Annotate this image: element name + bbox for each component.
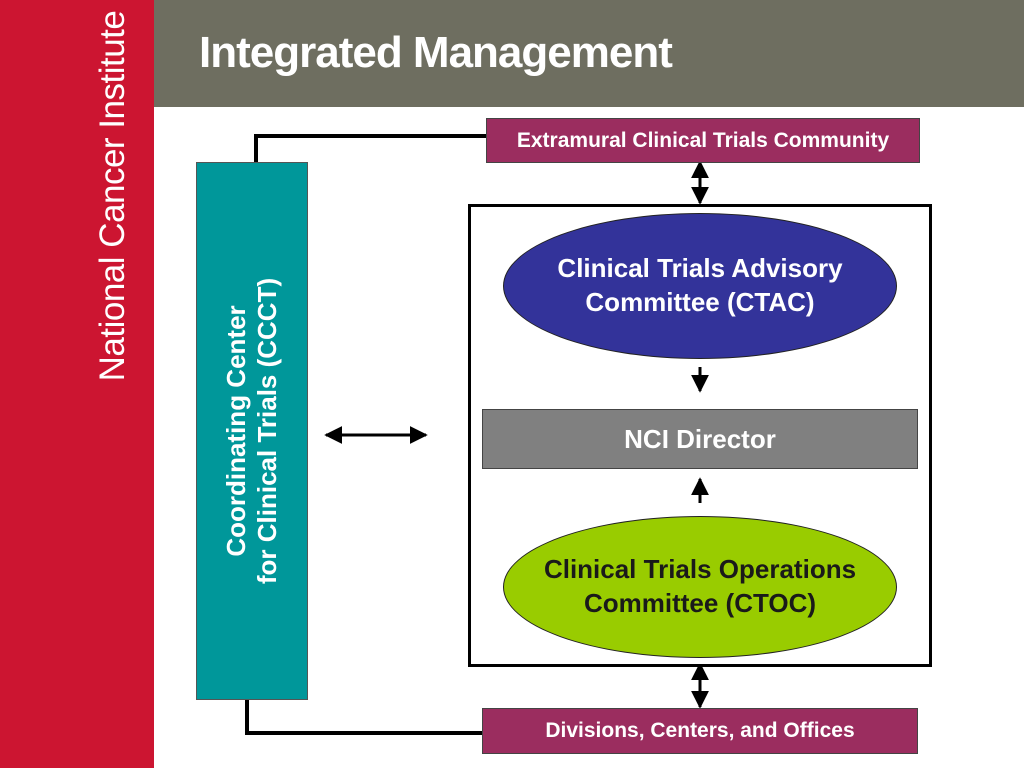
top-connector xyxy=(254,134,486,162)
sidebar-band: National Cancer Institute xyxy=(0,0,154,768)
ctoc-line2: Committee (CTOC) xyxy=(583,588,817,618)
nci-director-box: NCI Director xyxy=(482,409,918,469)
ctoc-line1: Clinical Trials Operations xyxy=(543,554,857,585)
extramural-community-box: Extramural Clinical Trials Community xyxy=(486,118,920,163)
ctac-line1: Clinical Trials Advisory xyxy=(557,253,843,284)
ctac-ellipse: Clinical Trials Advisory Committee (CTAC… xyxy=(503,213,897,359)
bottom-connector xyxy=(245,698,482,735)
ccct-box: Coordinating Center for Clinical Trials … xyxy=(196,162,308,700)
ctoc-ellipse: Clinical Trials Operations Committee (CT… xyxy=(503,516,897,658)
divisions-centers-offices-box: Divisions, Centers, and Offices xyxy=(482,708,918,754)
page-title: Integrated Management xyxy=(199,28,673,77)
header-bar: Integrated Management xyxy=(154,0,1024,107)
ctac-line2: Committee (CTAC) xyxy=(585,287,815,317)
